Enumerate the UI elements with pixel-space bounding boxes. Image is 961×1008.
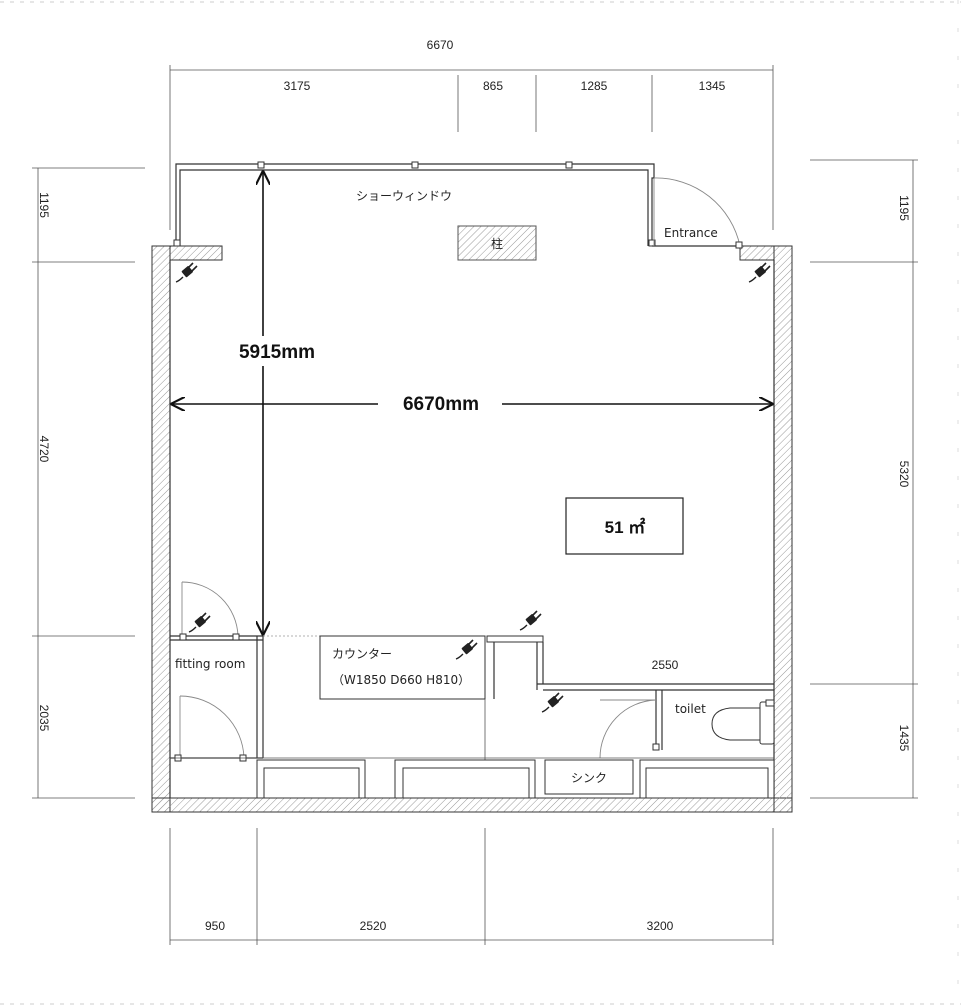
pillar: 柱 — [457, 225, 537, 261]
dim-left-3: 2035 — [37, 705, 51, 732]
height-arrow: 5915mm — [225, 172, 325, 634]
dim-left-2: 4720 — [37, 436, 51, 463]
counter-label: カウンター — [332, 647, 392, 661]
dim-counter-right: 2550 — [652, 658, 679, 672]
bottom-cabinets: シンク — [170, 757, 775, 799]
dim-bottom-1: 950 — [205, 919, 225, 933]
right-dimensions: 1195 5320 1435 — [810, 159, 918, 799]
dim-bottom-2: 2520 — [360, 919, 387, 933]
area-box: 51 ㎡ — [565, 497, 684, 555]
sink-label: シンク — [571, 771, 607, 785]
entrance-label: Entrance — [664, 226, 718, 240]
walls — [151, 245, 793, 813]
toilet-partition: 2550 — [486, 635, 774, 699]
fitting-room-label: fitting room — [175, 657, 245, 671]
toilet-room: toilet — [599, 690, 775, 759]
entrance-door: Entrance — [652, 177, 743, 249]
outlet-icon — [748, 262, 771, 283]
toilet-label: toilet — [675, 702, 706, 716]
top-dimensions: 6670 3175 865 1285 1345 — [169, 38, 774, 230]
left-dimensions: 1195 4720 2035 — [32, 167, 145, 799]
outlet-icon — [188, 612, 211, 633]
pillar-label: 柱 — [491, 236, 503, 251]
show-window: ショーウィンドウ — [173, 161, 656, 247]
outlet-icon — [519, 610, 542, 631]
show-window-label: ショーウィンドウ — [356, 189, 452, 203]
width-label: 6670mm — [403, 394, 479, 415]
fitting-room: fitting room — [170, 581, 264, 762]
area-label: 51 ㎡ — [605, 517, 646, 537]
dim-right-2: 5320 — [897, 461, 911, 488]
outlet-icon — [175, 262, 198, 283]
dim-top-total: 6670 — [427, 38, 454, 52]
height-label: 5915mm — [239, 342, 315, 363]
counter: カウンター （W1850 D660 H810） — [319, 635, 486, 760]
bottom-dimensions: 950 2520 3200 — [169, 828, 774, 945]
dim-right-1: 1195 — [897, 195, 911, 221]
counter-size-label: （W1850 D660 H810） — [332, 673, 470, 687]
dim-top-2: 865 — [483, 79, 503, 93]
dim-top-3: 1285 — [581, 79, 608, 93]
width-arrow: 6670mm — [172, 390, 772, 418]
toilet-bowl — [711, 699, 775, 745]
outlet-icon — [541, 692, 564, 713]
dim-right-3: 1435 — [897, 725, 911, 752]
dim-left-1: 1195 — [37, 192, 51, 218]
dim-top-4: 1345 — [699, 79, 726, 93]
dim-bottom-3: 3200 — [647, 919, 674, 933]
dim-top-1: 3175 — [284, 79, 311, 93]
